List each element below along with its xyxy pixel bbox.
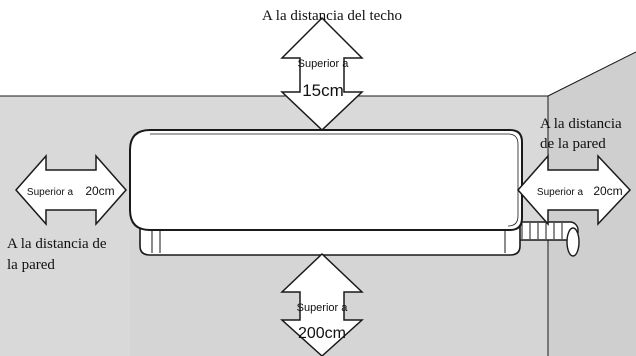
unit-front-panel <box>129 129 523 231</box>
drain-pipe <box>511 221 580 257</box>
left-wall-label-line2: la pared <box>7 257 55 273</box>
right-wall-label-line2: de la pared <box>540 136 606 152</box>
top-arrow-value: 15cm <box>302 81 344 100</box>
ac-indoor-unit <box>129 129 580 257</box>
bottom-arrow-value: 200cm <box>298 325 346 342</box>
right-arrow-value: 20cm <box>593 184 622 198</box>
bottom-arrow-prefix: Superior a <box>297 302 349 314</box>
corner-edge-top <box>547 51 636 97</box>
right-wall-label-line1: A la distancia <box>540 116 622 132</box>
unit-panel-edge <box>150 133 519 227</box>
unit-lower-body <box>139 225 521 256</box>
bottom-clearance-arrow: Superior a 200cm <box>280 252 364 356</box>
right-arrow-prefix: Superior a <box>537 187 584 198</box>
right-clearance-arrow: Superior a 20cm <box>516 154 632 226</box>
left-wall-label-line1: A la distancia de <box>7 236 107 252</box>
top-arrow-prefix: Superior a <box>298 58 350 70</box>
ceiling-distance-label: A la distancia del techo <box>262 8 402 24</box>
left-clearance-arrow: Superior a 20cm <box>14 154 128 226</box>
left-arrow-prefix: Superior a <box>27 187 74 198</box>
left-arrow-value: 20cm <box>85 184 114 198</box>
top-clearance-arrow: Superior a 15cm <box>280 16 364 132</box>
